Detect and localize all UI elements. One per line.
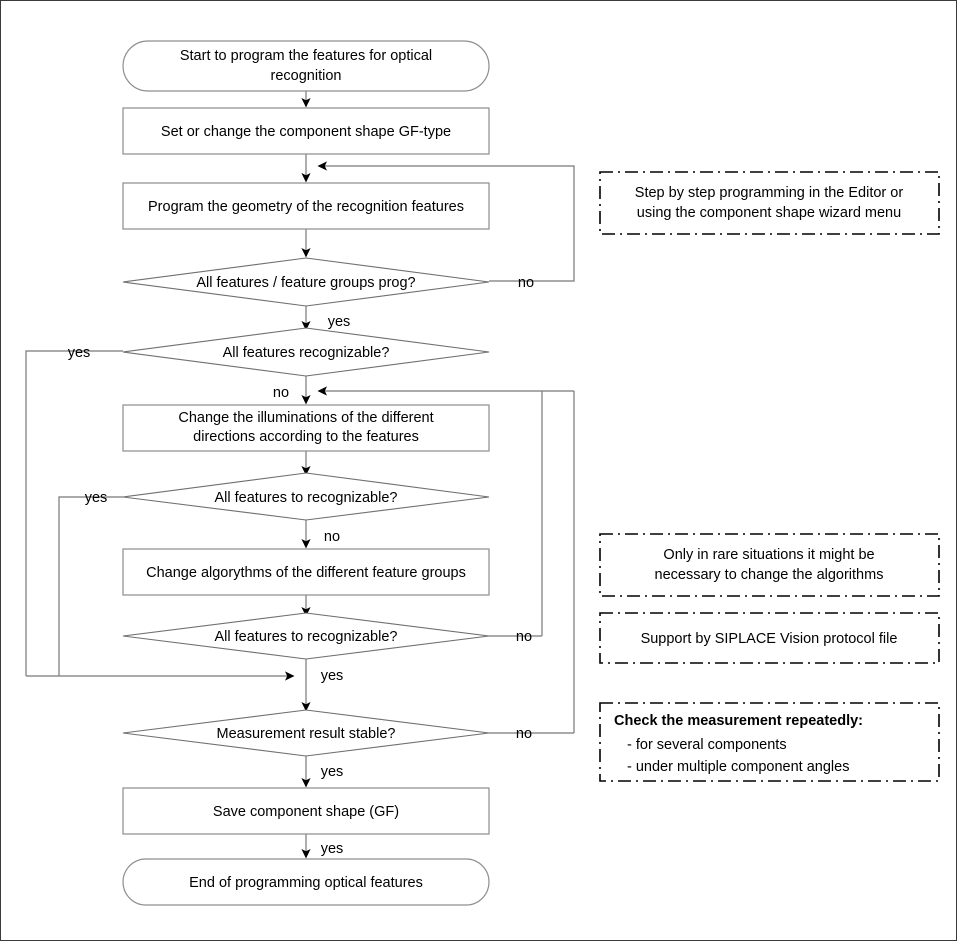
note4-bullet2: - under multiple component angles: [627, 759, 849, 775]
d-recognizable-label: All features recognizable?: [223, 345, 390, 361]
node-program-geometry: Program the geometry of the recognition …: [122, 182, 490, 230]
change-illum-shape: [122, 404, 490, 452]
note2-line1: Only in rare situations it might be: [663, 547, 874, 563]
note1-shape: [599, 171, 940, 235]
d-to-recog-2-shape: [122, 612, 490, 660]
note1-line1: Step by step programming in the Editor o…: [635, 185, 904, 201]
note2-shape: [599, 533, 940, 597]
save-shape-label: Save component shape (GF): [213, 804, 399, 820]
program-geometry-shape: [122, 182, 490, 230]
change-algo-label: Change algorythms of the different featu…: [146, 565, 466, 581]
note-check-measurement-repeatedly: Check the measurement repeatedly: - for …: [599, 702, 940, 782]
d-stable-shape: [122, 709, 490, 757]
end-shape: [122, 858, 490, 906]
program-geometry-label: Program the geometry of the recognition …: [148, 199, 464, 215]
node-set-component-shape-type: Set or change the component shape GF-typ…: [122, 107, 490, 155]
set-type-shape: [122, 107, 490, 155]
edge-label-no-to-recog-1: no: [324, 529, 340, 545]
node-save-component-shape: Save component shape (GF): [122, 787, 490, 835]
decision-all-feature-groups-programmed: All features / feature groups prog?: [122, 257, 490, 307]
change-illum-label-line2: directions according to the features: [193, 429, 419, 445]
save-shape-shape: [122, 787, 490, 835]
edge-label-no-recognizable: no: [273, 385, 289, 401]
change-illum-label-line1: Change the illuminations of the differen…: [178, 410, 433, 426]
change-algo-shape: [122, 548, 490, 596]
edge-label-no-stable: no: [516, 726, 532, 742]
d-to-recog-1-shape: [122, 472, 490, 521]
edge-label-yes-save: yes: [321, 841, 344, 857]
decision-measurement-result-stable: Measurement result stable?: [122, 709, 490, 757]
d-recognizable-shape: [122, 327, 490, 377]
node-change-algorithms: Change algorythms of the different featu…: [122, 548, 490, 596]
set-type-label: Set or change the component shape GF-typ…: [161, 124, 451, 140]
d-to-recog-1-label: All features to recognizable?: [215, 490, 398, 506]
decision-all-features-to-recognizable-2: All features to recognizable?: [122, 612, 490, 660]
note1-line2: using the component shape wizard menu: [637, 205, 901, 221]
d-to-recog-2-label: All features to recognizable?: [215, 629, 398, 645]
start-shape: [122, 40, 490, 92]
node-start: Start to program the features for optica…: [122, 40, 490, 92]
edge-label-no-to-recog-2: no: [516, 629, 532, 645]
note3-shape: [599, 612, 940, 664]
end-label: End of programming optical features: [189, 875, 423, 891]
node-end: End of programming optical features: [122, 858, 490, 906]
edge-label-no-groups: no: [518, 275, 534, 291]
start-label-line2: recognition: [271, 68, 342, 84]
note-siplace-vision-protocol: Support by SIPLACE Vision protocol file: [599, 612, 940, 664]
edge-label-yes-stable: yes: [321, 764, 344, 780]
d-all-groups-shape: [122, 257, 490, 307]
note3-line1: Support by SIPLACE Vision protocol file: [641, 631, 898, 647]
edge-label-yes-groups: yes: [328, 314, 351, 330]
start-label-line1: Start to program the features for optica…: [180, 48, 432, 64]
note4-shape: [599, 702, 940, 782]
note2-line2: necessary to change the algorithms: [655, 567, 884, 583]
decision-all-features-to-recognizable-1: All features to recognizable?: [122, 472, 490, 521]
note4-bullet1: - for several components: [627, 737, 787, 753]
d-all-groups-label: All features / feature groups prog?: [196, 275, 415, 291]
edge-label-yes-recognizable: yes: [68, 345, 91, 361]
d-stable-label: Measurement result stable?: [217, 726, 396, 742]
node-change-illuminations: Change the illuminations of the differen…: [122, 404, 490, 452]
note-rare-situations-algorithms: Only in rare situations it might be nece…: [599, 533, 940, 597]
edge-label-yes-to-recog-1: yes: [85, 490, 108, 506]
edge-label-yes-to-recog-2: yes: [321, 668, 344, 684]
note4-heading: Check the measurement repeatedly:: [614, 713, 863, 729]
note-step-by-step-programming: Step by step programming in the Editor o…: [599, 171, 940, 235]
decision-all-features-recognizable: All features recognizable?: [122, 327, 490, 377]
